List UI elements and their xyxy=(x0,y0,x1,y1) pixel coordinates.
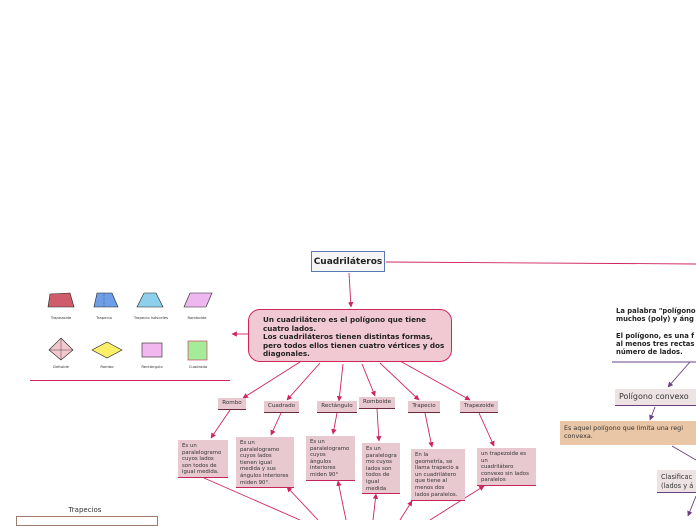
note-line: paralelogramo xyxy=(240,446,280,453)
note-line: lados paralelos. xyxy=(415,491,458,498)
note-trapezium[interactable]: En la geometría, se llama trapecio a un … xyxy=(411,449,465,501)
category-label-rhomboid[interactable]: Romboide xyxy=(359,397,395,409)
note-trapezoid[interactable]: un trapezoide es un cuadrilátero convexo… xyxy=(477,448,536,486)
classification-node[interactable]: Clasificac (lados y á xyxy=(657,470,696,493)
trapezium-section-title: Trapecios xyxy=(68,506,102,514)
definition-line: Los cuadriláteros tienen distintas forma… xyxy=(263,332,433,342)
convex-definition-node[interactable]: Es aquel polígono que limita una regi co… xyxy=(560,421,696,445)
kite-shape-icon xyxy=(48,337,74,361)
shape-label-rectangle: Rectángulo xyxy=(141,364,163,369)
trapezium-shape-icon xyxy=(93,292,119,308)
category-label-rhombus[interactable]: Rombo xyxy=(218,398,246,410)
shape-label-trapezium: Trapecio xyxy=(96,315,112,320)
note-line: todos de xyxy=(366,472,390,479)
convex-polygon-node[interactable]: Polígono convexo xyxy=(615,389,696,406)
square-shape-icon xyxy=(187,340,208,361)
definition-node[interactable]: Un cuadrilátero es el polígono que tiene… xyxy=(248,309,452,362)
isosceles-trapezium-shape-icon xyxy=(136,292,164,308)
note-square[interactable]: Es un paralelogramo cuyos lados tienen i… xyxy=(236,437,294,488)
intro-line xyxy=(616,323,696,331)
note-rhombus[interactable]: Es un paralelogramo cuyos lados son todo… xyxy=(178,440,228,478)
note-line: Es un xyxy=(366,446,381,452)
note-line: tienen igual xyxy=(240,459,272,466)
note-line: geometría, se xyxy=(415,458,453,465)
definition-line: diagonales. xyxy=(263,349,310,359)
note-rhomboid[interactable]: Es un paralelogra mo cuyos lados son tod… xyxy=(362,443,400,494)
trapezoid-shape-icon xyxy=(47,292,75,308)
note-line: medida y sus xyxy=(240,466,276,473)
shape-label-rhomboid: Romboide xyxy=(187,315,207,320)
rhomboid-shape-icon xyxy=(183,292,213,308)
note-line: En la xyxy=(415,452,429,458)
note-line: ángulos interiores xyxy=(240,472,289,479)
note-line: interiores xyxy=(310,465,336,472)
note-line: menos dos xyxy=(415,484,445,491)
note-line: un xyxy=(481,457,488,464)
category-label-rectangle[interactable]: Rectángulo xyxy=(317,401,357,413)
note-line: miden 90° xyxy=(310,471,339,478)
trapezium-section-box xyxy=(16,516,158,526)
note-line: cuyos lados xyxy=(182,456,214,463)
root-node[interactable]: Cuadriláteros xyxy=(311,251,385,272)
note-line: paralelogramo xyxy=(182,449,222,456)
note-line: paralelos xyxy=(481,477,506,484)
rhombus-shape-icon xyxy=(91,341,123,359)
note-line: paralelogramo xyxy=(310,445,350,452)
polygon-intro-text[interactable]: La palabra "polígono muchos (poly) y áng… xyxy=(616,307,696,356)
convex-line: Es aquel polígono que limita una regi xyxy=(564,424,684,432)
intro-line: al menos tres rectas xyxy=(616,339,695,348)
note-line: un cuadrilátero xyxy=(415,471,456,478)
root-title: Cuadriláteros xyxy=(313,256,383,267)
shapes-underline xyxy=(30,380,230,381)
note-line: Es un xyxy=(240,440,255,446)
note-line: lados son xyxy=(366,465,392,472)
note-line: miden 90°. xyxy=(240,479,270,486)
note-line: mo cuyos xyxy=(366,459,392,466)
quadrilateral-shapes-illustration xyxy=(47,292,213,361)
category-label-trapezoid[interactable]: Trapezoide xyxy=(460,401,498,413)
note-rectangle[interactable]: Es un paralelogramo cuyos ángulos interi… xyxy=(306,436,355,481)
shape-label-isosceles-trapezium: Trapecio Isósceles xyxy=(133,315,169,320)
definition-line: cuatro lados. xyxy=(263,323,317,333)
note-line: cuadrilátero xyxy=(481,464,514,471)
note-line: un trapezoide es xyxy=(481,451,527,457)
intro-line: muchos (poly) y áng xyxy=(616,315,694,324)
shape-label-rhombus: Rombo xyxy=(100,364,114,369)
definition-line: pero todos ellos tienen cuatro vértices … xyxy=(263,340,445,350)
note-line: ángulos xyxy=(310,458,332,465)
shape-label-square: Cuadrado xyxy=(188,364,208,369)
classification-line: Clasificac xyxy=(661,473,693,481)
classification-line: (lados y á xyxy=(661,482,694,490)
note-line: cuyos xyxy=(310,452,326,459)
note-line: igual xyxy=(366,478,380,485)
note-line: paralelogra xyxy=(366,452,397,459)
note-line: igual medida. xyxy=(182,469,219,476)
convex-line: convexa. xyxy=(564,432,593,440)
category-label-square[interactable]: Cuadrado xyxy=(264,401,299,413)
definition-line: Un cuadrilátero es el polígono que tiene xyxy=(263,315,426,324)
note-line: cuyos lados xyxy=(240,453,272,460)
note-line: son todos de xyxy=(182,462,217,469)
shape-label-trapezoid: Trapezoide xyxy=(50,315,72,320)
intro-line: La palabra "polígono xyxy=(616,307,696,315)
intro-line: El polígono, es una f xyxy=(616,331,695,340)
note-line: medida xyxy=(366,485,387,492)
note-line: llama trapecio a xyxy=(415,465,459,472)
rectangle-shape-icon xyxy=(141,342,163,358)
shape-label-kite: Deltoide xyxy=(53,364,69,369)
note-line: convexo sin lados xyxy=(481,470,529,477)
category-label-trapezium[interactable]: Trapecio xyxy=(408,401,440,413)
note-line: Es un xyxy=(310,439,325,445)
note-line: Es un xyxy=(182,443,197,449)
note-line: que tiene al xyxy=(415,478,448,485)
intro-line: número de lados. xyxy=(616,348,683,357)
